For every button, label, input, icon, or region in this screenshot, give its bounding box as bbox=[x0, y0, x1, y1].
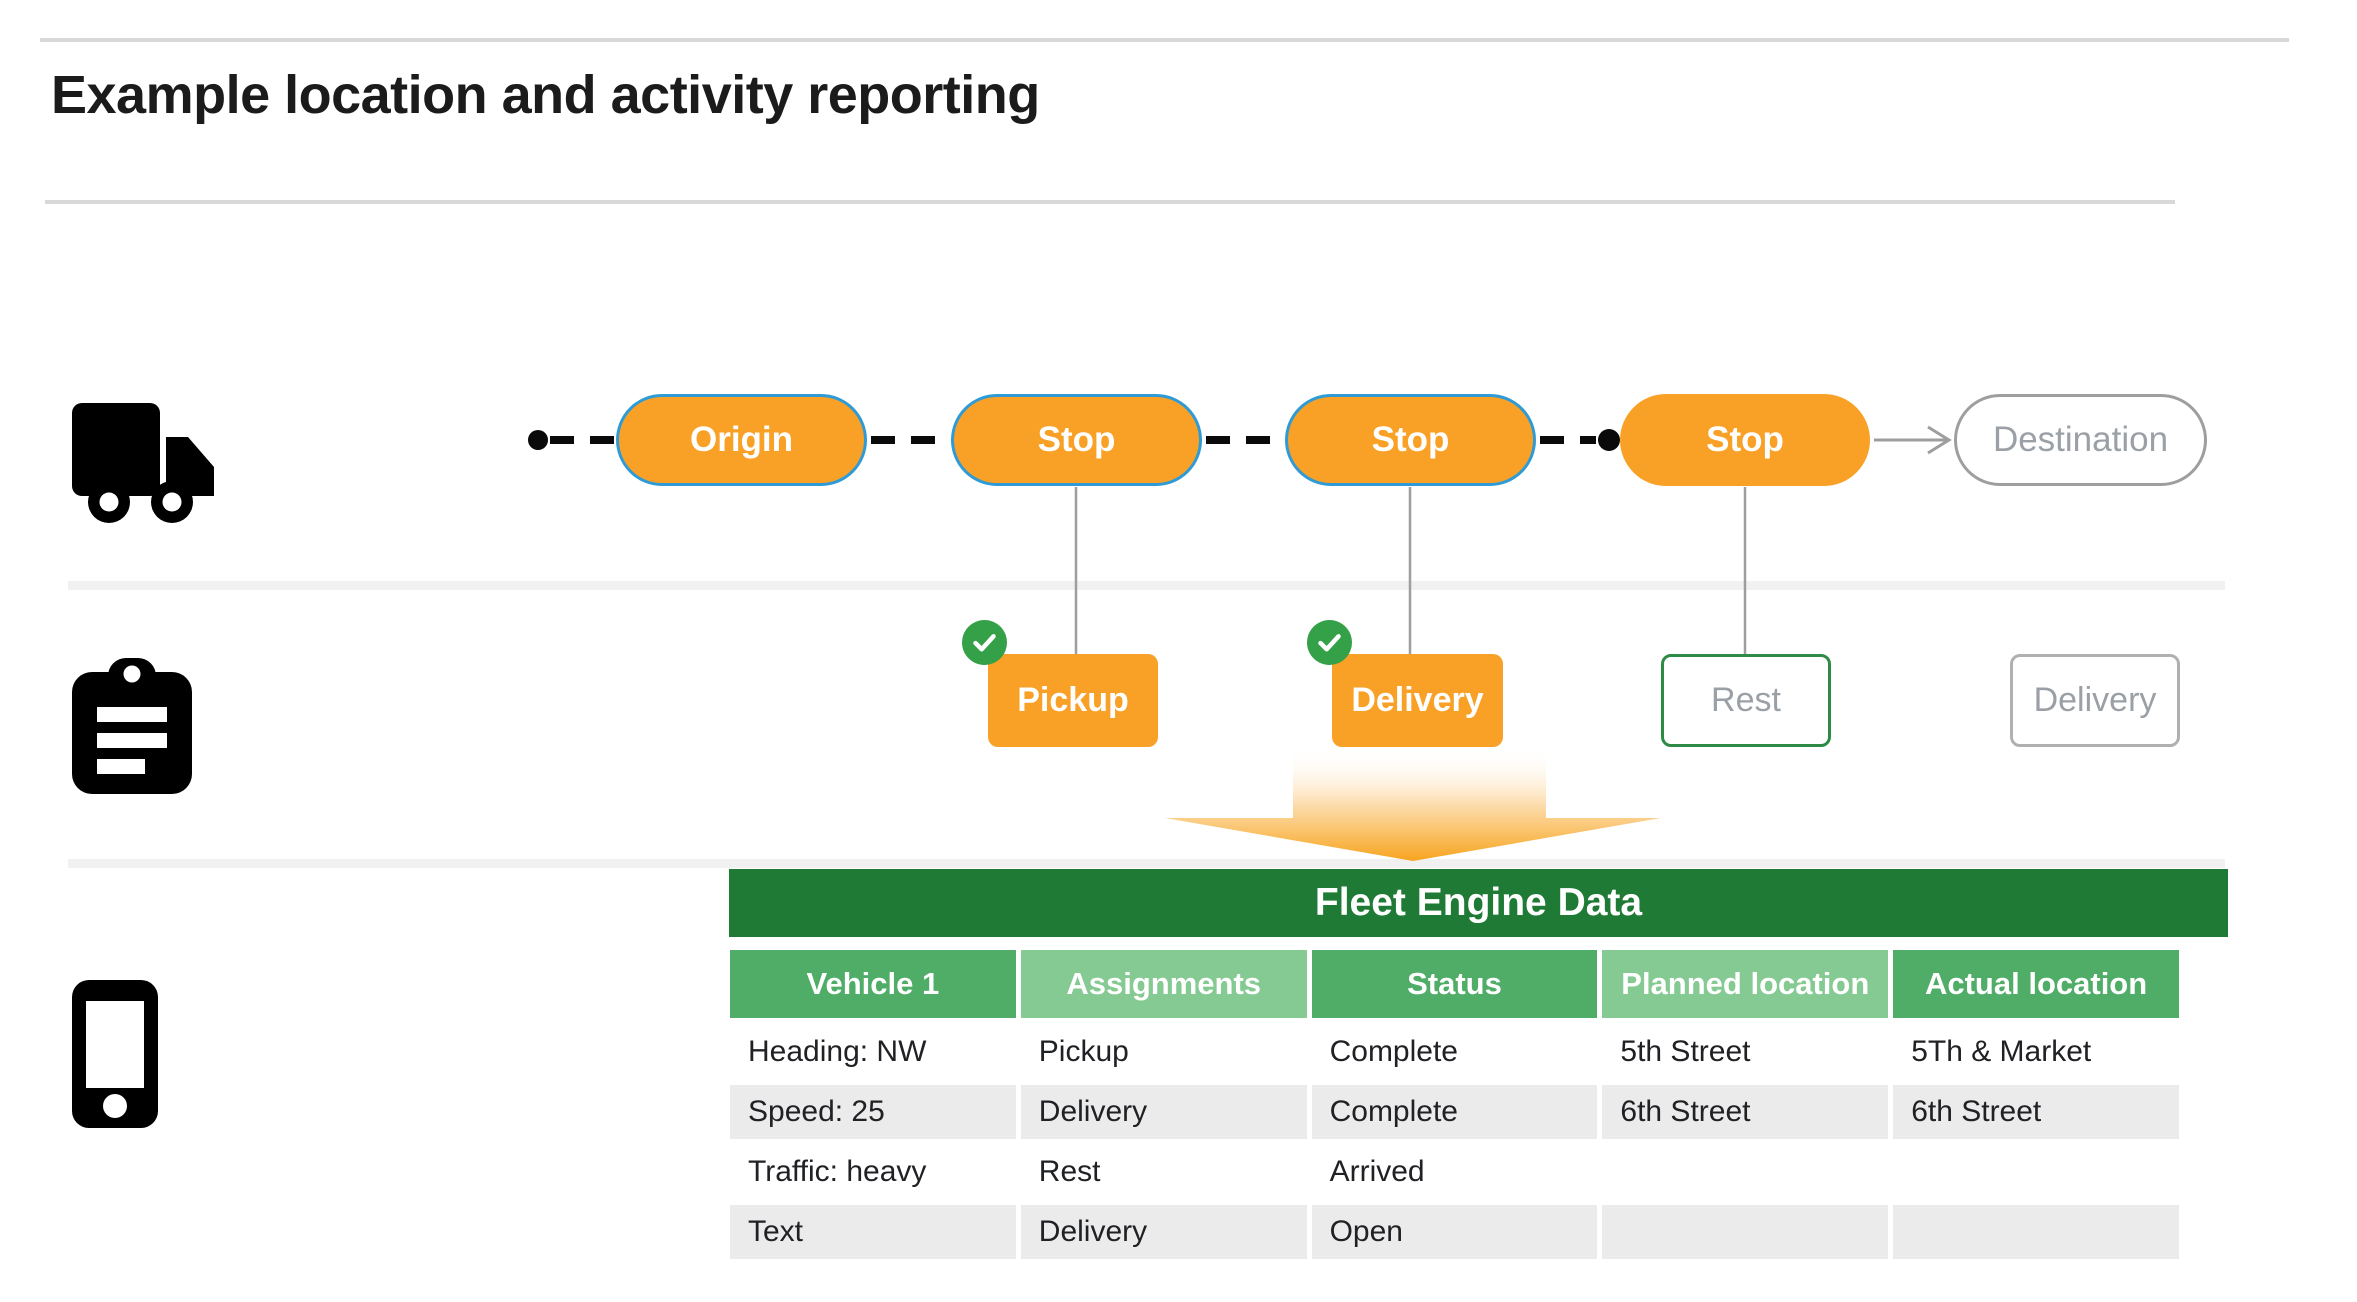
check-circle-icon bbox=[1307, 620, 1352, 665]
activity-label: Delivery bbox=[2033, 681, 2157, 719]
activity-label: Pickup bbox=[1017, 681, 1129, 719]
table-cell: Traffic: heavy bbox=[748, 1155, 927, 1188]
phone-icon bbox=[72, 980, 158, 1128]
destination-arrowhead bbox=[1927, 425, 1952, 455]
table-title-banner: Fleet Engine Data bbox=[729, 869, 2228, 937]
title-bottom-rule bbox=[45, 200, 2175, 204]
table-cell: 6th Street bbox=[1893, 1082, 2179, 1142]
activity-rest: Rest bbox=[1661, 654, 1831, 747]
table-title: Fleet Engine Data bbox=[1314, 881, 1643, 924]
route-progress-dot bbox=[1598, 429, 1620, 451]
top-rule bbox=[40, 38, 2289, 42]
table-cell: Delivery bbox=[1020, 1202, 1307, 1262]
table-cell bbox=[1602, 1142, 1888, 1202]
column-header: Status bbox=[1311, 950, 1598, 1018]
column-header: Assignments bbox=[1020, 950, 1307, 1018]
column-header: Actual location bbox=[1893, 950, 2179, 1018]
route-node-stop-1: Stop bbox=[951, 394, 1202, 486]
activity-label: Rest bbox=[1711, 681, 1781, 719]
column-header: Planned location bbox=[1602, 950, 1889, 1018]
table-row: Text Delivery Open bbox=[730, 1202, 2179, 1262]
table-row: Traffic: heavy Rest Arrived bbox=[730, 1142, 2179, 1202]
activity-delivery-pending: Delivery bbox=[2010, 654, 2180, 747]
table-cell: Rest bbox=[1038, 1155, 1101, 1188]
truck-icon bbox=[72, 401, 219, 529]
table-cell: 5Th & Market bbox=[1911, 1035, 2092, 1068]
section-divider-1 bbox=[68, 581, 2225, 590]
route-node-label: Stop bbox=[1371, 420, 1450, 459]
table-row: Speed: 25 Delivery Complete 6th Street 6… bbox=[730, 1082, 2179, 1142]
clipboard-icon bbox=[72, 658, 192, 794]
activity-delivery: Delivery bbox=[1332, 654, 1503, 747]
route-node-stop-3: Stop bbox=[1620, 394, 1870, 486]
table-cell: Complete bbox=[1311, 1082, 1598, 1142]
table-cell: Heading: NW bbox=[748, 1035, 927, 1068]
column-header: Vehicle 1 bbox=[730, 950, 1016, 1018]
route-node-label: Origin bbox=[689, 420, 794, 459]
route-node-label: Stop bbox=[1037, 420, 1116, 459]
table-cell: Pickup bbox=[1038, 1035, 1129, 1068]
table-cell bbox=[1893, 1202, 2179, 1262]
activity-pickup: Pickup bbox=[988, 654, 1158, 747]
table-header-row: Vehicle 1 Assignments Status Planned loc… bbox=[730, 950, 2179, 1018]
page-title: Example location and activity reporting bbox=[51, 65, 1040, 125]
route-node-label: Destination bbox=[1992, 420, 2169, 459]
route-node-label: Stop bbox=[1706, 420, 1784, 459]
table-cell bbox=[1893, 1142, 2179, 1202]
table-row: Heading: NW Pickup Complete 5th Street 5… bbox=[730, 1022, 2179, 1082]
activity-label: Delivery bbox=[1351, 681, 1484, 719]
route-node-stop-2: Stop bbox=[1285, 394, 1536, 486]
table-cell: 6th Street bbox=[1602, 1082, 1889, 1142]
table-cell: 5th Street bbox=[1620, 1035, 1751, 1068]
route-node-origin: Origin bbox=[616, 394, 867, 486]
table-cell: Open bbox=[1311, 1202, 1598, 1262]
table-cell: Complete bbox=[1329, 1035, 1458, 1068]
table-cell: Speed: 25 bbox=[730, 1082, 1016, 1142]
table-cell: Arrived bbox=[1329, 1155, 1425, 1188]
table-cell: Text bbox=[730, 1202, 1016, 1262]
route-start-dot bbox=[528, 430, 548, 450]
route-node-destination: Destination bbox=[1954, 394, 2207, 486]
table-cell: Delivery bbox=[1020, 1082, 1307, 1142]
section-divider-2 bbox=[68, 859, 2225, 868]
table-cell bbox=[1602, 1202, 1889, 1262]
check-circle-icon bbox=[962, 620, 1007, 665]
